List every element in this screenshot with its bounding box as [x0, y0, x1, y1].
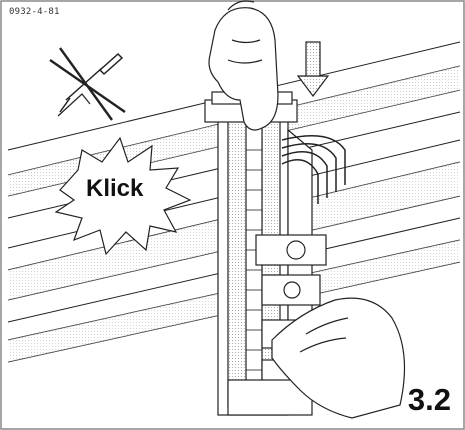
click-sound-label: Klick [86, 175, 144, 202]
pressing-hand [208, 0, 279, 131]
crossed-out-screwdriver-icon [49, 47, 126, 121]
supporting-hand [271, 297, 406, 419]
step-number: 3.2 [407, 382, 451, 417]
jumper-wires [281, 135, 346, 204]
starburst-icon [54, 136, 192, 256]
down-arrow-icon [296, 41, 330, 97]
document-code: 0932-4-81 [9, 7, 60, 17]
terminal-block [204, 91, 327, 416]
